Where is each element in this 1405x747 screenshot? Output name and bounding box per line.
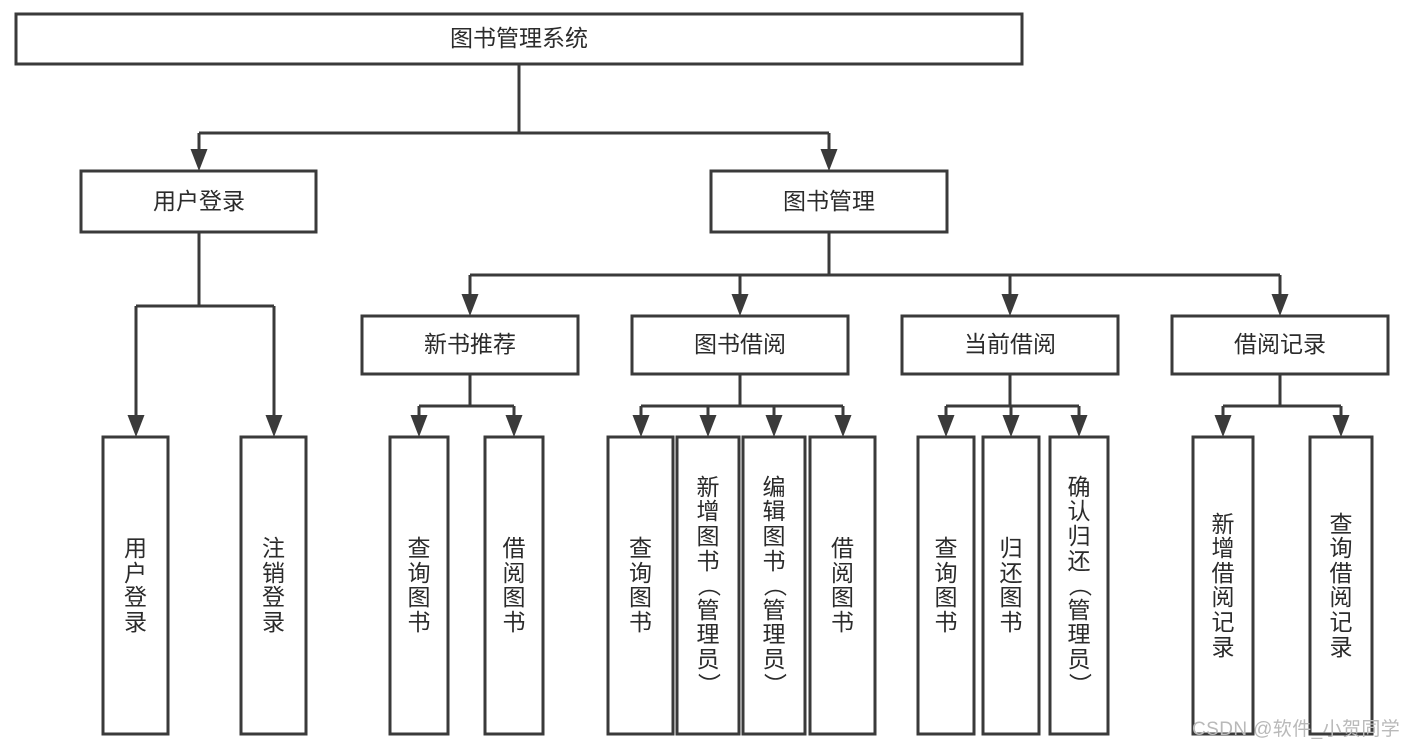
node-box-leaf-borrow-book-2[interactable] <box>808 435 877 736</box>
arrow-head-icon <box>1002 415 1020 437</box>
node-box-book-manage[interactable] <box>709 169 949 234</box>
node-box-leaf-logout[interactable] <box>239 435 308 736</box>
node-box-leaf-add-record[interactable] <box>1191 435 1255 736</box>
node-label-current-borrow: 当前借阅 <box>964 331 1056 357</box>
arrow-head-icon <box>699 415 717 437</box>
arrow-head-icon <box>1001 294 1019 316</box>
arrow-head-icon <box>937 415 955 437</box>
connector-layer <box>127 64 1350 437</box>
node-label-root: 图书管理系统 <box>450 25 588 51</box>
arrow-head-icon <box>127 415 145 437</box>
node-box-leaf-user-login[interactable] <box>101 435 170 736</box>
arrow-head-icon <box>834 415 852 437</box>
arrow-head-icon <box>190 149 208 171</box>
node-box-book-borrow[interactable] <box>630 314 850 376</box>
node-box-leaf-borrow-book-1[interactable] <box>483 435 545 736</box>
arrow-head-icon <box>1271 294 1289 316</box>
node-box-current-borrow[interactable] <box>900 314 1120 376</box>
node-label-new-book-rec: 新书推荐 <box>424 331 516 357</box>
arrow-head-icon <box>765 415 783 437</box>
node-label-book-manage: 图书管理 <box>783 188 875 214</box>
arrow-head-icon <box>820 149 838 171</box>
node-box-leaf-return-book[interactable] <box>981 435 1041 736</box>
node-label-book-borrow: 图书借阅 <box>694 331 786 357</box>
node-box-leaf-confirm-return[interactable] <box>1048 435 1110 736</box>
node-box-new-book-rec[interactable] <box>360 314 580 376</box>
node-box-leaf-edit-book[interactable] <box>741 435 807 736</box>
watermark-text: CSDN @软件_小贺同学 <box>1192 719 1401 740</box>
node-box-leaf-query-book-2[interactable] <box>606 435 675 736</box>
node-box-user-login[interactable] <box>79 169 318 234</box>
arrow-head-icon <box>1332 415 1350 437</box>
arrow-head-icon <box>731 294 749 316</box>
node-box-root[interactable] <box>14 12 1024 66</box>
node-box-leaf-add-book[interactable] <box>675 435 741 736</box>
node-label-borrow-record: 借阅记录 <box>1234 331 1326 357</box>
arrow-head-icon <box>265 415 283 437</box>
node-label-user-login: 用户登录 <box>153 188 245 214</box>
arrow-head-icon <box>410 415 428 437</box>
node-box-leaf-query-record[interactable] <box>1308 435 1374 736</box>
node-box-leaf-query-book-1[interactable] <box>388 435 450 736</box>
arrow-head-icon <box>632 415 650 437</box>
arrow-head-icon <box>1214 415 1232 437</box>
node-box-leaf-query-book-3[interactable] <box>916 435 976 736</box>
arrow-head-icon <box>1070 415 1088 437</box>
arrow-head-icon <box>461 294 479 316</box>
node-box-borrow-record[interactable] <box>1170 314 1390 376</box>
arrow-head-icon <box>505 415 523 437</box>
node-box-layer <box>14 12 1390 736</box>
